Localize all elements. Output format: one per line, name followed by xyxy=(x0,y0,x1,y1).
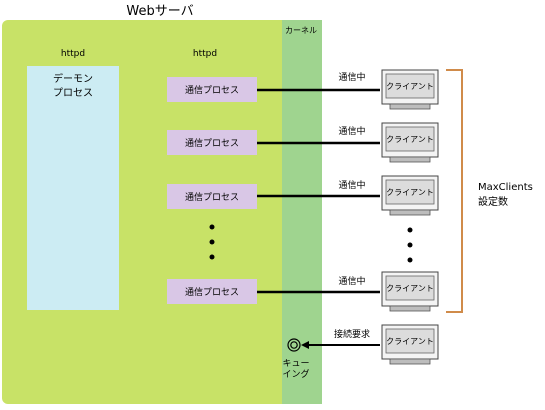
client-monitor: クライアント xyxy=(381,324,439,365)
monitor-stand xyxy=(389,209,431,216)
monitor-screen xyxy=(385,328,435,354)
process-row-1: 通信プロセス 通信中 xyxy=(167,71,380,102)
monitor-stand xyxy=(389,358,431,365)
queue-icon-inner xyxy=(290,341,298,349)
client-monitor: クライアント xyxy=(381,69,439,110)
communication-process-box xyxy=(167,279,257,304)
httpd-label-daemon: httpd xyxy=(61,49,85,59)
client-monitor: クライアント xyxy=(381,175,439,216)
maxclients-bracket xyxy=(446,69,463,313)
process-label: 通信プロセス xyxy=(185,84,239,96)
client-label: クライアント xyxy=(386,284,434,293)
monitor-stand xyxy=(389,305,431,312)
diagram-title: Webサーバ xyxy=(126,4,193,19)
client-label: クライアント xyxy=(386,188,434,197)
connection-status: 通信中 xyxy=(338,125,365,137)
queuing-label-line2: イング xyxy=(282,368,309,380)
process-ellipsis xyxy=(209,224,215,260)
process-row-2: 通信プロセス 通信中 xyxy=(167,125,380,155)
process-row-4: 通信プロセス 通信中 xyxy=(167,275,380,304)
monitor-screen xyxy=(385,73,435,99)
client-ellipsis xyxy=(407,227,413,263)
kernel-label: カーネル xyxy=(285,26,317,35)
monitor-stand xyxy=(389,156,431,163)
process-label: 通信プロセス xyxy=(185,286,239,298)
daemon-label-line1: デーモン xyxy=(53,72,93,85)
client-monitor: クライアント xyxy=(381,122,439,163)
client-label: クライアント xyxy=(386,135,434,144)
connect-request-label: 接続要求 xyxy=(334,328,370,340)
queuing-label-line1: キュー xyxy=(282,359,309,369)
httpd-label-workers: httpd xyxy=(193,49,217,59)
maxclients-label-line1: MaxClients xyxy=(478,182,533,193)
communication-process-box xyxy=(167,184,257,209)
connection-status: 通信中 xyxy=(338,71,365,83)
monitor-screen xyxy=(385,179,435,205)
process-label: 通信プロセス xyxy=(185,137,239,149)
daemon-process-box xyxy=(27,66,119,310)
connection-status: 通信中 xyxy=(338,179,365,191)
maxclients-label-line2: 設定数 xyxy=(478,195,508,208)
monitor-screen xyxy=(385,275,435,301)
client-label: クライアント xyxy=(386,82,434,91)
monitor-screen xyxy=(385,126,435,152)
queue-icon xyxy=(287,338,301,352)
connection-status: 通信中 xyxy=(338,275,365,287)
process-row-3: 通信プロセス 通信中 xyxy=(167,179,380,209)
arrow-head xyxy=(301,341,309,349)
client-label: クライアント xyxy=(386,337,434,346)
communication-process-box xyxy=(167,77,257,102)
client-monitor: クライアント xyxy=(381,271,439,312)
daemon-label-line2: プロセス xyxy=(53,87,93,99)
process-label: 通信プロセス xyxy=(185,191,239,203)
kernel-region xyxy=(282,20,322,404)
communication-process-box xyxy=(167,130,257,155)
monitor-stand xyxy=(389,103,431,110)
